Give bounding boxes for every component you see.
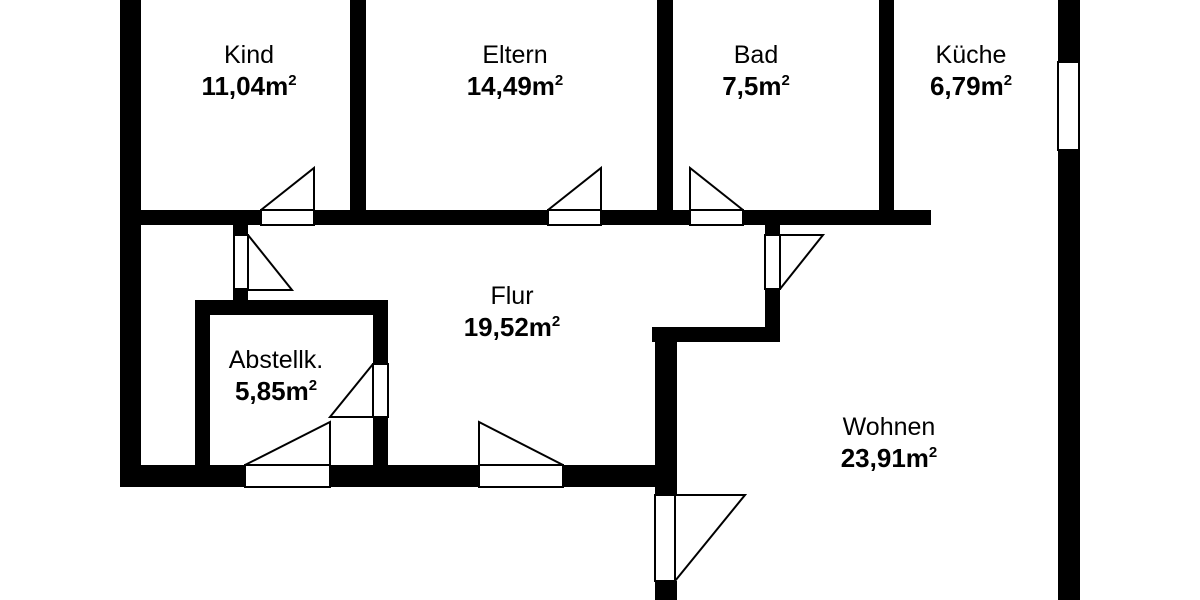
door-bottom-left-icon [244,420,331,488]
room-label-bad: Bad 7,5m2 [722,40,790,102]
room-name: Abstellk. [228,346,324,374]
wall-horizontal-2 [314,210,548,225]
wall-wohnen-vertical-lower [655,327,677,495]
room-label-eltern: Eltern 14,49m2 [467,40,564,102]
room-area: 6,79m2 [929,71,1013,101]
wall-wohnen-bottom-stub [655,581,677,600]
wall-abstell-left [195,300,210,465]
door-wohnen-upper-icon [764,234,826,290]
door-bad-icon [689,165,744,226]
room-name: Küche [935,41,1007,69]
door-entrance-icon [478,420,564,488]
door-abstell-icon [327,363,389,418]
door-kind-icon [260,165,315,226]
room-name: Kind [223,41,275,69]
wall-wohnen-step [652,327,780,342]
wall-horizontal-3 [601,210,690,225]
wall-bottom-1 [141,465,245,487]
wall-horizontal-4 [743,210,931,225]
wall-abstell-right-bottom [373,417,388,465]
wall-bad-kueche [879,0,894,218]
room-area: 5,85m2 [234,376,318,406]
door-wohnen-lower-icon [654,494,748,582]
room-area: 11,04m2 [201,71,297,101]
door-flur-left-icon [233,234,295,291]
room-name: Flur [490,282,534,310]
room-label-abstellkammer: Abstellk. 5,85m2 [229,345,323,407]
room-label-flur: Flur 19,52m2 [464,281,561,343]
door-eltern-icon [547,165,602,226]
wall-abstell-top [195,300,387,315]
wall-bottom-3 [563,465,660,487]
wall-right-outer-bottom [1058,150,1080,600]
room-label-kind: Kind 11,04m2 [201,40,296,102]
room-area: 7,5m2 [722,71,790,101]
window-kueche-icon [1057,61,1080,151]
room-area: 14,49m2 [466,71,564,101]
room-label-kueche: Küche 6,79m2 [930,40,1012,102]
walls [120,0,1080,600]
wall-abstell-right-top [373,300,388,364]
room-name: Wohnen [842,413,936,441]
room-name: Bad [733,41,779,69]
wall-stub-2 [233,289,248,301]
room-area: 23,91m2 [840,443,938,473]
room-area: 19,52m2 [463,312,561,342]
room-label-wohnen: Wohnen 23,91m2 [841,412,938,474]
wall-stub-1 [233,225,248,235]
wall-left-outer [120,0,141,487]
room-name: Eltern [482,41,548,69]
wall-bottom-2 [330,465,479,487]
wall-horizontal-1 [141,210,261,225]
wall-wohnen-stub [765,225,780,235]
wall-eltern-bad [657,0,673,218]
doors [233,61,1080,582]
wall-right-outer-top [1058,0,1080,62]
wall-kind-eltern [350,0,366,218]
